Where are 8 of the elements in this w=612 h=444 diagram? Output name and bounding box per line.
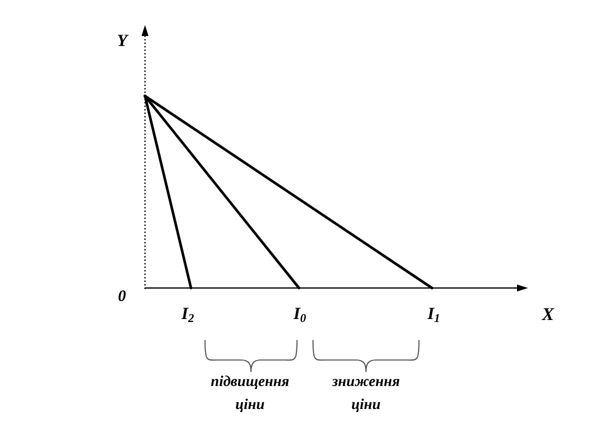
axis-label: Y [117, 32, 128, 49]
axis-label: X [542, 305, 554, 323]
line-label: I$_{1}$ [428, 305, 440, 325]
origin-label: 0 [118, 289, 126, 305]
range-note: підвищення ціни [210, 373, 290, 415]
line-label: I$_{2}$ [182, 305, 194, 325]
line-label: I$_{0}$ [294, 305, 306, 325]
range-note: зниження ціни [330, 373, 401, 415]
